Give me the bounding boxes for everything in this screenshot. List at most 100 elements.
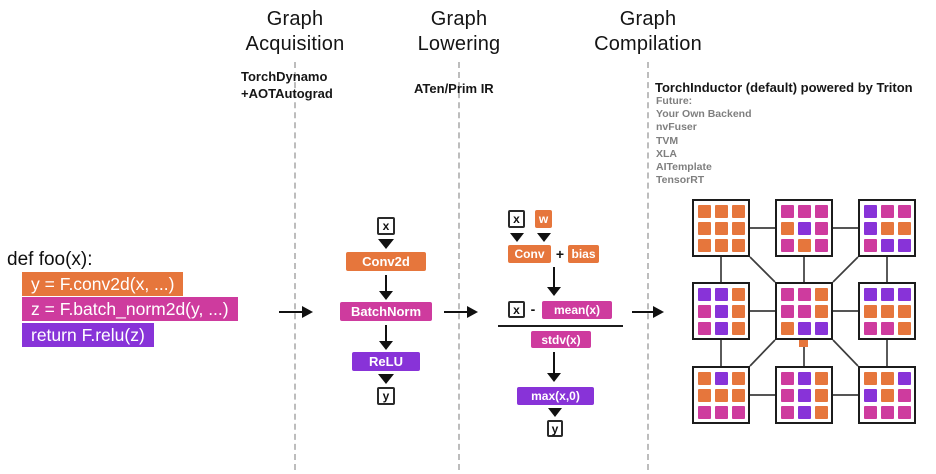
future-item: TVM	[656, 134, 679, 147]
future-item: TensorRT	[656, 174, 705, 187]
tensor-cell-purple	[863, 204, 877, 218]
flow1-node-relu: ReLU	[352, 352, 420, 371]
flow2-node-max: max(x,0)	[517, 387, 594, 405]
tensor-cell-magenta	[880, 204, 894, 218]
tensor-cell-purple	[814, 321, 828, 335]
compilation-network	[685, 194, 935, 454]
tensor-cell-purple	[880, 287, 894, 301]
tensor-cell-orange	[714, 238, 728, 252]
flow2-input-w: w	[535, 210, 552, 228]
arrow-down	[547, 267, 561, 296]
arrow-code-to-acquisition	[279, 306, 313, 318]
future-item: XLA	[656, 147, 677, 160]
arrow-down	[379, 325, 393, 350]
tensor-cell-purple	[863, 388, 877, 402]
flow2-output-y: y	[547, 420, 563, 437]
tensor-cell-magenta	[780, 304, 794, 318]
header-line: Graph	[266, 8, 324, 30]
arrow-head-icon	[547, 287, 561, 296]
tensor-cell-orange	[814, 304, 828, 318]
flow2-node-bias: bias	[568, 245, 599, 263]
lowering-flow: x w Conv + bias x - mean(x) stdv(x) max(…	[495, 200, 640, 450]
arrow-lowering-to-compilation	[632, 306, 664, 318]
tensor-cell-orange	[880, 388, 894, 402]
tensor-cell-orange	[714, 221, 728, 235]
tensor-cell-magenta	[731, 405, 745, 419]
arrow-head-icon	[302, 306, 313, 318]
tensor-cell-purple	[797, 321, 811, 335]
tensor-cell-orange	[731, 238, 745, 252]
tensor-cell-orange	[731, 204, 745, 218]
flow2-node-conv: Conv	[508, 245, 551, 263]
tensor-cell-magenta	[814, 238, 828, 252]
network-node-top-right	[858, 199, 916, 257]
tensor-cell-orange	[780, 321, 794, 335]
tensor-cell-magenta	[714, 405, 728, 419]
fraction-bar	[498, 325, 623, 327]
header-graph-acquisition: Graph Acquisition	[190, 7, 400, 57]
arrow-acquisition-to-lowering	[444, 306, 478, 318]
network-node-bottom-middle	[775, 366, 833, 424]
label-line: +AOTAutograd	[241, 86, 333, 101]
tensor-cell-magenta	[863, 321, 877, 335]
tensor-cell-magenta	[697, 321, 711, 335]
tensor-cell-purple	[897, 287, 911, 301]
code-def-line: def foo(x):	[7, 249, 93, 270]
header-line: Lowering	[417, 33, 501, 55]
acquisition-flow: x Conv2d BatchNorm ReLU y	[330, 210, 442, 405]
future-item: AITemplate	[656, 161, 712, 174]
tensor-cell-magenta	[897, 204, 911, 218]
tensor-cell-orange	[731, 388, 745, 402]
future-item: Your Own Backend	[656, 108, 752, 121]
tensor-cell-magenta	[797, 204, 811, 218]
arrow-head-icon	[547, 373, 561, 382]
arrow-down	[547, 352, 561, 382]
tensor-cell-orange	[731, 371, 745, 385]
code-line-relu: return F.relu(z)	[22, 323, 154, 347]
tensor-cell-orange	[880, 304, 894, 318]
arrow-head-icon	[379, 341, 393, 350]
tensor-cell-orange	[697, 221, 711, 235]
future-backends-list: Future: Your Own Backend nvFuser TVM XLA…	[656, 95, 752, 187]
flow1-input-x: x	[377, 217, 395, 235]
tensor-cell-magenta	[814, 221, 828, 235]
tensor-cell-purple	[880, 238, 894, 252]
arrow-down-icon	[510, 233, 524, 242]
tensor-cell-orange	[731, 287, 745, 301]
label-aten-prim-ir: ATen/Prim IR	[414, 81, 494, 96]
tensor-cell-magenta	[897, 405, 911, 419]
arrow-down-icon	[378, 239, 394, 249]
tensor-cell-magenta	[797, 287, 811, 301]
tensor-cell-magenta	[780, 405, 794, 419]
arrow-stem	[385, 275, 387, 291]
tensor-cell-purple	[697, 287, 711, 301]
tensor-cell-orange	[697, 371, 711, 385]
tensor-cell-orange	[897, 304, 911, 318]
network-node-bottom-left	[692, 366, 750, 424]
flow2-numerator-x: x	[508, 301, 525, 318]
tensor-cell-purple	[897, 371, 911, 385]
arrow-stem	[279, 311, 302, 313]
flow2-node-stdv: stdv(x)	[531, 331, 591, 348]
arrow-down-icon	[537, 233, 551, 242]
header-graph-compilation: Graph Compilation	[543, 7, 753, 57]
tensor-cell-purple	[897, 238, 911, 252]
flow2-input-x: x	[508, 210, 525, 228]
arrow-stem	[553, 352, 555, 373]
arrow-down-icon	[378, 374, 394, 384]
flow1-output-y: y	[377, 387, 395, 405]
network-node-center	[775, 282, 833, 340]
arrow-stem	[632, 311, 653, 313]
network-node-top-left	[692, 199, 750, 257]
arrow-down-icon	[548, 408, 562, 417]
tensor-cell-orange	[714, 388, 728, 402]
tensor-cell-orange	[731, 304, 745, 318]
header-line: Graph	[619, 8, 677, 30]
flow2-node-mean: mean(x)	[542, 301, 612, 319]
column-separator-3	[647, 62, 649, 470]
tensor-cell-orange	[697, 204, 711, 218]
tensor-cell-orange	[897, 321, 911, 335]
tensor-cell-purple	[714, 304, 728, 318]
header-graph-lowering: Graph Lowering	[354, 7, 564, 57]
